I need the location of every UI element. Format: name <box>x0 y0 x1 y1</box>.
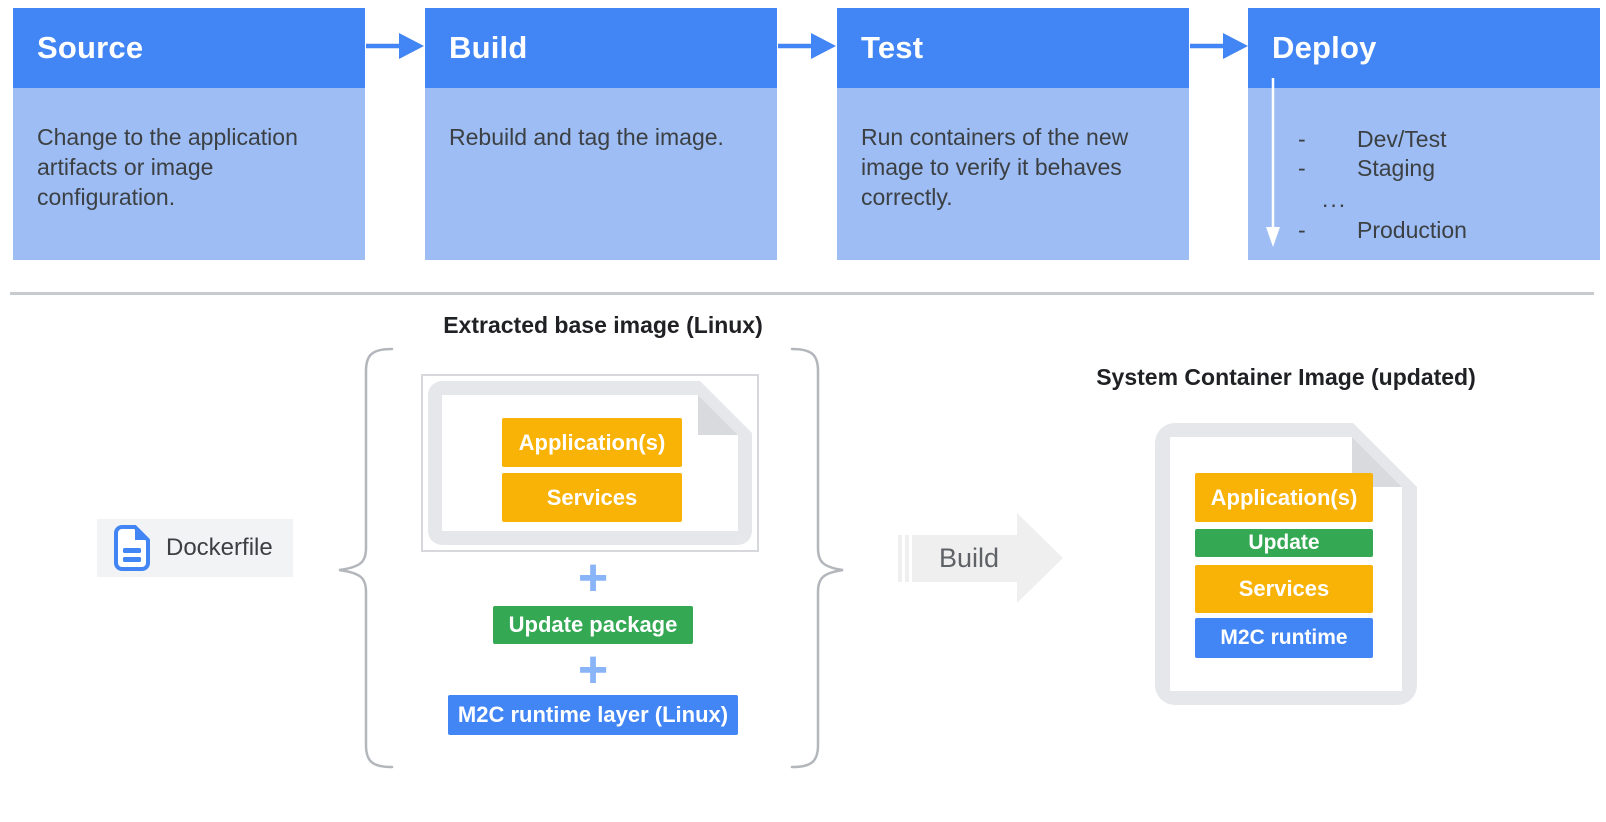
stage-arrow-icon <box>1190 33 1248 59</box>
deploy-bullet: ... <box>1322 185 1348 212</box>
deploy-bullet: - <box>1298 154 1306 181</box>
section-divider <box>10 292 1594 295</box>
left-brace-icon <box>338 347 394 769</box>
stage-description: Change to the application artifacts or i… <box>13 88 365 260</box>
stage-header: Deploy <box>1248 8 1600 88</box>
build-arrow-icon <box>898 513 1063 603</box>
stage-card-build: Build Rebuild and tag the image. <box>425 8 777 260</box>
stage-header: Test <box>837 8 1189 88</box>
stage-title: Test <box>861 30 924 65</box>
document-icon <box>114 525 150 571</box>
plus-icon: + <box>577 549 609 607</box>
deploy-bullet: - <box>1298 125 1306 152</box>
deploy-target-label: Staging <box>1357 154 1436 181</box>
deploy-target-row: ... <box>1248 182 1600 215</box>
layer-bar-m2c-runtime: M2C runtime layer (Linux) <box>448 695 738 735</box>
deploy-target-row: - Production <box>1248 215 1600 244</box>
result-layer-applications: Application(s) <box>1195 473 1373 522</box>
layer-bar-services: Services <box>502 473 682 522</box>
stage-title: Build <box>449 30 528 65</box>
result-layer-m2c-runtime: M2C runtime <box>1195 618 1373 658</box>
deploy-bullet: - <box>1298 216 1306 243</box>
stage-card-test: Test Run containers of the new image to … <box>837 8 1189 260</box>
stage-header: Source <box>13 8 365 88</box>
result-layer-services: Services <box>1195 565 1373 613</box>
right-brace-icon <box>790 347 844 769</box>
build-arrow-label: Build <box>938 543 1000 573</box>
stage-description: Rebuild and tag the image. <box>425 88 777 260</box>
result-layer-update: Update <box>1195 529 1373 557</box>
stage-title: Source <box>37 30 144 65</box>
deploy-target-row: - Dev/Test <box>1248 124 1600 153</box>
deploy-target-row: - Staging <box>1248 153 1600 182</box>
stage-description: Run containers of the new image to verif… <box>837 88 1189 260</box>
stage-card-deploy: Deploy - Dev/Test - Staging ... - Produc… <box>1248 8 1600 260</box>
dockerfile-label: Dockerfile <box>166 534 273 561</box>
deploy-target-list: - Dev/Test - Staging ... - Production <box>1248 88 1600 260</box>
stage-header: Build <box>425 8 777 88</box>
plus-icon: + <box>577 641 609 699</box>
dockerfile-chip: Dockerfile <box>97 519 293 577</box>
deploy-target-label: Dev/Test <box>1357 125 1447 152</box>
layer-bar-applications: Application(s) <box>502 418 682 467</box>
stage-title: Deploy <box>1272 30 1377 65</box>
layer-bar-update-package: Update package <box>493 606 693 644</box>
deploy-target-label: Production <box>1357 216 1467 243</box>
stage-arrow-icon <box>366 33 424 59</box>
stage-card-source: Source Change to the application artifac… <box>13 8 365 260</box>
stage-arrow-icon <box>778 33 836 59</box>
result-image-title: System Container Image (updated) <box>1096 364 1476 390</box>
base-image-title: Extracted base image (Linux) <box>443 312 763 338</box>
